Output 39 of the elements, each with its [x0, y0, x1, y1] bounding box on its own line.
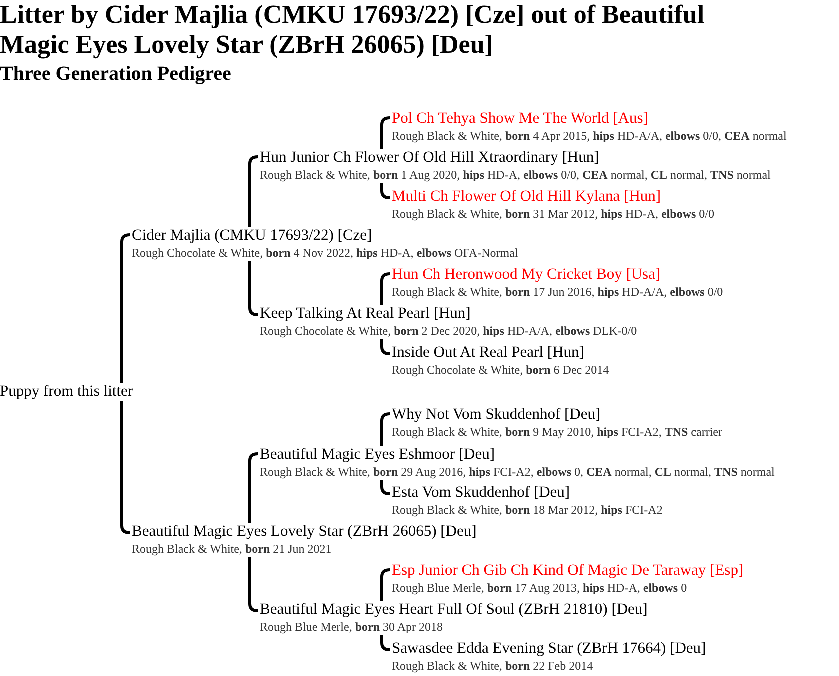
- dog-details: Rough Black & White, born 31 Mar 2012, hips HD-A, elbows 0/0: [392, 206, 714, 222]
- pedigree-bracket: [380, 480, 390, 496]
- dog-name: Hun Ch Heronwood My Cricket Boy [Usa]: [392, 266, 661, 284]
- dog-details: Rough Chocolate & White, born 4 Nov 2022, hips HD-A, elbows OFA-Normal: [132, 245, 518, 261]
- dog-name: Why Not Vom Skuddenhof [Deu]: [392, 406, 601, 424]
- pedigree-bracket: [380, 116, 390, 149]
- dog-details: Rough Black & White, born 9 May 2010, hips FCI-A2, TNS carrier: [392, 424, 722, 440]
- dog-details: Rough Black & White, born 17 Jun 2016, hips HD-A/A, elbows 0/0: [392, 284, 724, 300]
- dog-name: Inside Out At Real Pearl [Hun]: [392, 344, 584, 362]
- dog-details: Rough Blue Merle, born 30 Apr 2018: [260, 619, 444, 635]
- dog-name: Puppy from this litter: [0, 383, 134, 401]
- dog-name: Multi Ch Flower Of Old Hill Kylana [Hun]: [392, 188, 662, 206]
- dog-name: Beautiful Magic Eyes Heart Full Of Soul (ZBrH 21810) [Deu]: [260, 601, 648, 619]
- dog-details: Rough Black & White, born 22 Feb 2014: [392, 658, 594, 674]
- dog-details: Rough Black & White, born 18 Mar 2012, hips FCI-A2: [392, 502, 663, 518]
- subtitle: Three Generation Pedigree: [0, 62, 232, 86]
- pedigree-bracket: [380, 183, 390, 200]
- dog-name: Cider Majlia (CMKU 17693/22) [Cze]: [132, 227, 372, 245]
- dog-name: Pol Ch Tehya Show Me The World [Aus]: [392, 110, 648, 128]
- dog-name: Hun Junior Ch Flower Of Old Hill Xtraordinary [Hun]: [260, 149, 600, 167]
- dog-name: Sawasdee Edda Evening Star (ZBrH 17664) [Deu]: [392, 640, 706, 658]
- dog-details: Rough Black & White, born 29 Aug 2016, hips FCI-A2, elbows 0, CEA normal, CL normal, TNS normal: [260, 464, 775, 480]
- dog-details: Rough Black & White, born 21 Jun 2021: [132, 541, 332, 557]
- pedigree-title: Litter by Cider Majlia (CMKU 17693/22) [Cze] out of Beautiful Magic Eyes Lovely Star (ZBrH 26065) [Deu]: [0, 0, 706, 60]
- dog-name: Esp Junior Ch Gib Ch Kind Of Magic De Taraway [Esp]: [392, 562, 744, 580]
- dog-details: Rough Black & White, born 1 Aug 2020, hips HD-A, elbows 0/0, CEA normal, CL normal, TNS normal: [260, 167, 771, 183]
- pedigree-bracket: [380, 339, 390, 356]
- dog-name: Esta Vom Skuddenhof [Deu]: [392, 484, 570, 502]
- pedigree-bracket: [380, 568, 390, 601]
- dog-details: Rough Blue Merle, born 17 Aug 2013, hips HD-A, elbows 0: [392, 580, 688, 596]
- dog-name: Beautiful Magic Eyes Lovely Star (ZBrH 26065) [Deu]: [132, 523, 477, 541]
- dog-details: Rough Chocolate & White, born 2 Dec 2020, hips HD-A/A, elbows DLK-0/0: [260, 323, 638, 339]
- dog-name: Beautiful Magic Eyes Eshmoor [Deu]: [260, 446, 496, 464]
- dog-details: Rough Black & White, born 4 Apr 2015, hips HD-A/A, elbows 0/0, CEA normal: [392, 128, 787, 144]
- pedigree-bracket: [380, 635, 390, 652]
- pedigree-bracket: [380, 412, 390, 446]
- dog-details: Rough Chocolate & White, born 6 Dec 2014: [392, 362, 610, 378]
- pedigree-bracket: [380, 272, 390, 305]
- dog-name: Keep Talking At Real Pearl [Hun]: [260, 305, 471, 323]
